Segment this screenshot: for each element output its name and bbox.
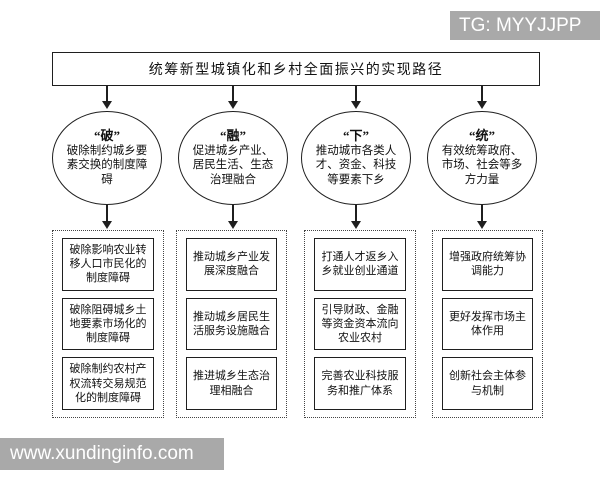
circle-description: 促进城乡产业、居民生活、生态治理融合 (192, 144, 274, 187)
measure-box: 完善农业科技服务和推广体系 (314, 357, 406, 411)
measure-box: 破除制约农村产权流转交易规范化的制度障碍 (62, 357, 154, 411)
measure-box: 引导财政、金融等资金资本流向农业农村 (314, 297, 406, 351)
measure-box: 破除影响农业转移人口市民化的制度障碍 (62, 238, 154, 291)
measure-box: 推进城乡生态治理相融合 (186, 357, 277, 411)
circle-keyword: “破” (93, 128, 120, 144)
circle-keyword: “统” (468, 128, 495, 144)
website-watermark: www.xundinginfo.com (0, 438, 224, 470)
circle-node-po: “破” 破除制约城乡要素交换的制度障碍 (52, 111, 162, 205)
circle-node-rong: “融” 促进城乡产业、居民生活、生态治理融合 (178, 111, 288, 205)
diagram-title-box: 统筹新型城镇化和乡村全面振兴的实现路径 (52, 52, 540, 86)
connector-line (106, 86, 108, 101)
arrow-down-icon (477, 101, 487, 109)
connector-line (481, 86, 483, 101)
circle-node-tong: “统” 有效统筹政府、市场、社会等多方力量 (427, 111, 537, 205)
measures-group-xia: 打通人才返乡入乡就业创业通道 引导财政、金融等资金资本流向农业农村 完善农业科技… (304, 230, 416, 418)
measure-box: 创新社会主体参与机制 (442, 357, 533, 411)
arrow-down-icon (228, 221, 238, 229)
measures-group-rong: 推动城乡产业发展深度融合 推动城乡居民生活服务设施融合 推进城乡生态治理相融合 (176, 230, 287, 418)
connector-line (481, 205, 483, 221)
connector-line (232, 205, 234, 221)
measure-box: 推动城乡居民生活服务设施融合 (186, 297, 277, 351)
measure-box: 推动城乡产业发展深度融合 (186, 238, 277, 291)
measures-group-po: 破除影响农业转移人口市民化的制度障碍 破除阻碍城乡土地要素市场化的制度障碍 破除… (52, 230, 164, 418)
circle-description: 有效统筹政府、市场、社会等多方力量 (441, 144, 523, 187)
measure-box: 打通人才返乡入乡就业创业通道 (314, 238, 406, 291)
measure-box: 增强政府统筹协调能力 (442, 238, 533, 291)
connector-line (232, 86, 234, 101)
connector-line (355, 205, 357, 221)
arrow-down-icon (102, 221, 112, 229)
arrow-down-icon (351, 221, 361, 229)
measures-group-tong: 增强政府统筹协调能力 更好发挥市场主体作用 创新社会主体参与机制 (432, 230, 543, 418)
tg-watermark: TG: MYYJJPP (450, 11, 600, 40)
measure-box: 破除阻碍城乡土地要素市场化的制度障碍 (62, 297, 154, 351)
circle-description: 破除制约城乡要素交换的制度障碍 (66, 144, 148, 187)
diagram-title: 统筹新型城镇化和乡村全面振兴的实现路径 (148, 63, 444, 78)
measure-box: 更好发挥市场主体作用 (442, 297, 533, 351)
connector-line (106, 205, 108, 221)
circle-keyword: “融” (219, 128, 246, 144)
arrow-down-icon (477, 221, 487, 229)
circle-description: 推动城市各类人才、资金、科技等要素下乡 (315, 144, 397, 187)
connector-line (355, 86, 357, 101)
arrow-down-icon (102, 101, 112, 109)
circle-keyword: “下” (342, 128, 369, 144)
website-watermark-label: www.xundinginfo.com (10, 443, 194, 464)
circle-node-xia: “下” 推动城市各类人才、资金、科技等要素下乡 (301, 111, 411, 205)
tg-watermark-label: TG: MYYJJPP (459, 14, 582, 36)
arrow-down-icon (228, 101, 238, 109)
arrow-down-icon (351, 101, 361, 109)
